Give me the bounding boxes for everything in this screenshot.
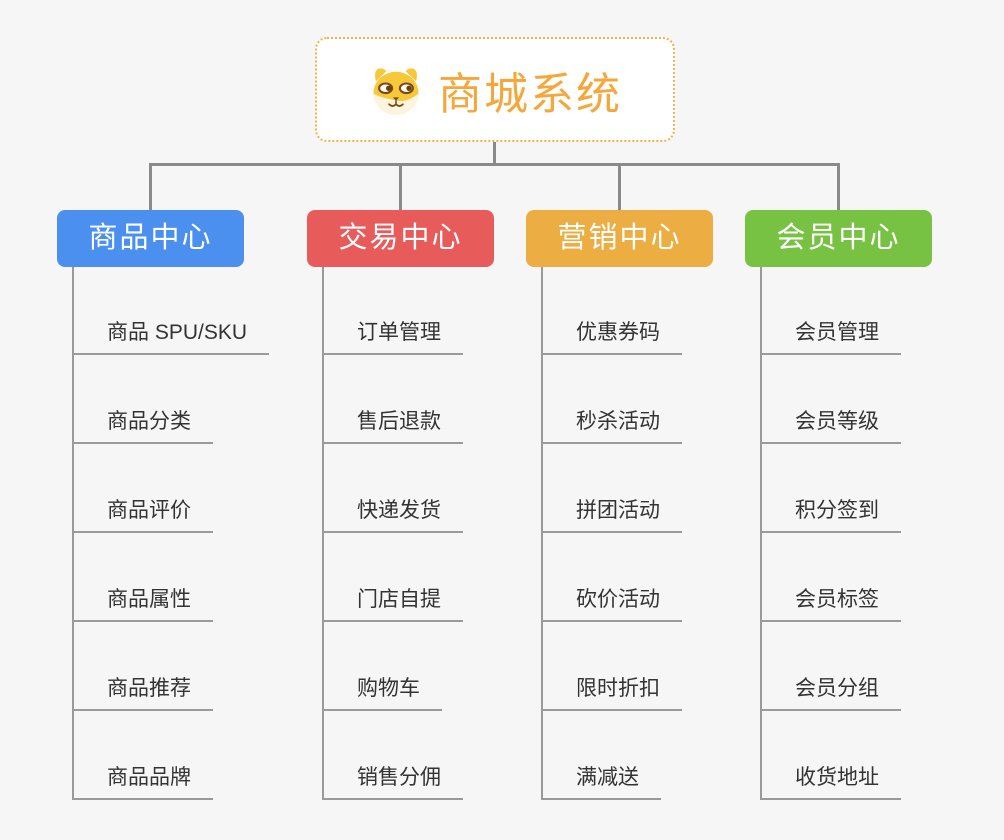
leaf-node[interactable]: 积分签到 — [760, 500, 901, 533]
branch-children-member-center: 会员管理 会员等级 积分签到 会员标签 会员分组 收货地址 — [760, 267, 1004, 807]
leaf-node[interactable]: 拼团活动 — [541, 500, 682, 533]
leaf-node[interactable]: 商品 SPU/SKU — [72, 322, 270, 355]
branch-node-trade-center[interactable]: 交易中心 — [307, 210, 494, 267]
leaf-node[interactable]: 满减送 — [541, 767, 661, 800]
leaf-node[interactable]: 收货地址 — [760, 767, 901, 800]
branch-node-product-center[interactable]: 商品中心 — [57, 210, 244, 267]
leaf-node[interactable]: 门店自提 — [322, 589, 463, 622]
leaf-node[interactable]: 商品推荐 — [72, 678, 213, 711]
branch-children-marketing-center: 优惠券码 秒杀活动 拼团活动 砍价活动 限时折扣 满减送 — [541, 267, 791, 807]
leaf-node[interactable]: 商品品牌 — [72, 767, 213, 800]
connector-branch-stub-1 — [149, 163, 152, 210]
leaf-node[interactable]: 订单管理 — [322, 322, 463, 355]
leaf-node[interactable]: 商品评价 — [72, 500, 213, 533]
leaf-node[interactable]: 优惠券码 — [541, 322, 682, 355]
leaf-node[interactable]: 会员管理 — [760, 322, 901, 355]
leaf-node[interactable]: 会员分组 — [760, 678, 901, 711]
connector-branch-stub-4 — [837, 163, 840, 210]
root-title: 商城系统 — [438, 69, 622, 119]
branch-children-product-center: 商品 SPU/SKU 商品分类 商品评价 商品属性 商品推荐 商品品牌 — [72, 267, 322, 807]
leaf-node[interactable]: 售后退款 — [322, 411, 463, 444]
connector-column-line — [541, 267, 543, 800]
leaf-node[interactable]: 秒杀活动 — [541, 411, 682, 444]
connector-column-line — [322, 267, 324, 800]
leaf-node[interactable]: 限时折扣 — [541, 678, 682, 711]
leaf-node[interactable]: 快递发货 — [322, 500, 463, 533]
leaf-node[interactable]: 销售分佣 — [322, 767, 463, 800]
leaf-node[interactable]: 会员等级 — [760, 411, 901, 444]
leaf-node[interactable]: 会员标签 — [760, 589, 901, 622]
leaf-node[interactable]: 商品分类 — [72, 411, 213, 444]
branch-children-trade-center: 订单管理 售后退款 快递发货 门店自提 购物车 销售分佣 — [322, 267, 572, 807]
connector-column-line — [760, 267, 762, 800]
connector-root-stub — [493, 142, 496, 166]
connector-branch-stub-3 — [618, 163, 621, 210]
leaf-node[interactable]: 购物车 — [322, 678, 442, 711]
connector-horizontal — [149, 163, 839, 166]
connector-column-line — [72, 267, 74, 800]
leaf-node[interactable]: 砍价活动 — [541, 589, 682, 622]
dog-face-icon — [373, 67, 419, 115]
branch-node-member-center[interactable]: 会员中心 — [745, 210, 932, 267]
root-node[interactable]: 商城系统 — [315, 37, 675, 142]
branch-node-marketing-center[interactable]: 营销中心 — [526, 210, 713, 267]
leaf-node[interactable]: 商品属性 — [72, 589, 213, 622]
connector-branch-stub-2 — [399, 163, 402, 210]
